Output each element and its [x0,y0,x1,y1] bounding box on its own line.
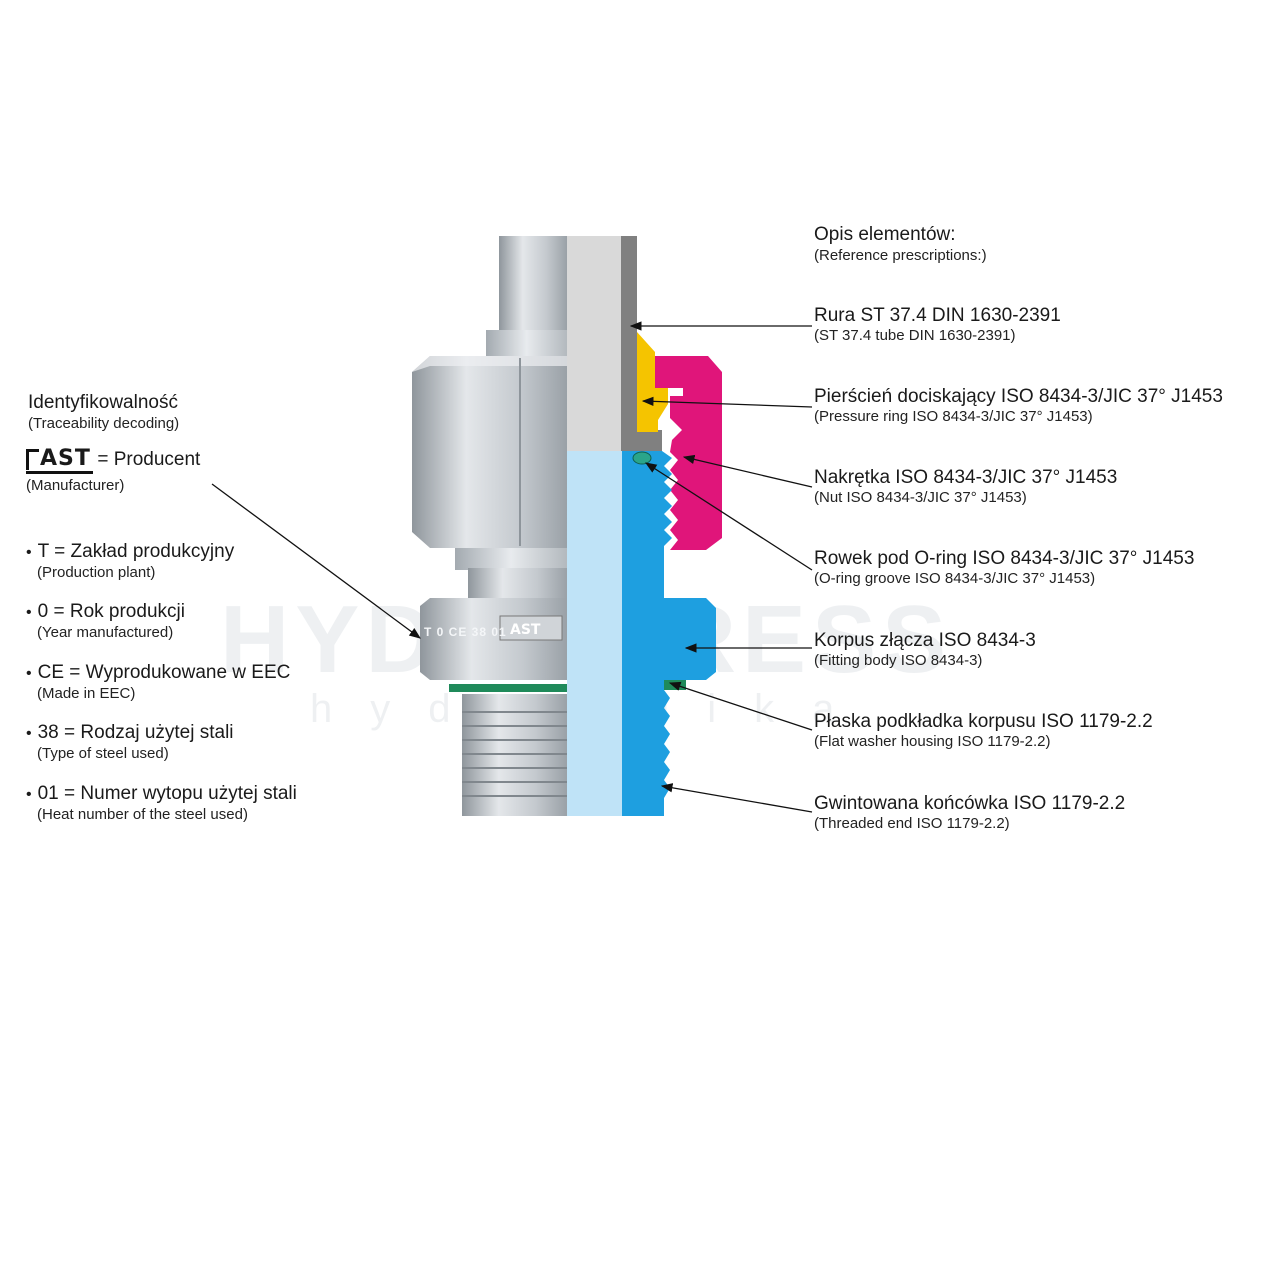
part-title: Rowek pod O-ring ISO 8434-3/JIC 37° J145… [814,548,1195,569]
part-label-threaded-end: Gwintowana końcówka ISO 1179-2.2 (Thread… [814,793,1125,833]
trace-code: 0 [37,601,49,622]
part-subtitle: (ST 37.4 tube DIN 1630-2391) [814,327,1016,344]
trace-item: • CE = Wyprodukowane w EEC (Made in EEC) [26,662,290,703]
traceability-title: Identyfikowalność [28,392,178,413]
part-subtitle: (Nut ISO 8434-3/JIC 37° J1453) [814,489,1027,506]
part-subtitle: (Flat washer housing ISO 1179-2.2) [814,733,1051,750]
part-label-flat-washer: Płaska podkładka korpusu ISO 1179-2.2 (F… [814,711,1153,751]
trace-sub: (Year manufactured) [37,624,174,641]
trace-sub: (Made in EEC) [37,685,136,702]
trace-label: = Rodzaj użytej stali [64,722,234,743]
trace-sub: (Heat number of the steel used) [37,806,248,823]
leader-pressure-ring [641,396,813,408]
producer-sub: (Manufacturer) [26,477,125,494]
leader-oring [645,462,813,571]
trace-label: = Rok produkcji [53,601,185,622]
part-label-oring-groove: Rowek pod O-ring ISO 8434-3/JIC 37° J145… [814,548,1194,588]
trace-sub: (Production plant) [37,564,156,581]
cast-logo: AST [26,448,93,474]
producer-row: AST = Producent [26,448,200,474]
bullet-icon: • [26,725,32,742]
bullet-icon: • [26,665,32,682]
cast-logo-text: AST [40,446,91,471]
leader-lines [211,321,813,813]
trace-code: 01 [37,783,59,804]
producer-label: = Producent [97,449,201,470]
part-label-fitting-body: Korpus złącza ISO 8434-3 (Fitting body I… [814,630,1036,670]
fitting-cross-section [567,236,722,816]
trace-label: = Numer wytopu użytej stali [64,783,297,804]
trace-label: = Zakład produkcyjny [54,541,235,562]
bullet-icon: • [26,544,32,561]
trace-code: CE [37,662,65,683]
description-title: Opis elementów: [814,224,956,245]
part-title: Gwintowana końcówka ISO 1179-2.2 [814,793,1126,814]
leader-nut [682,454,813,488]
part-subtitle: (Fitting body ISO 8434-3) [814,652,983,669]
trace-item: • 01 = Numer wytopu użytej stali (Heat nu… [26,783,297,824]
part-subtitle: (Pressure ring ISO 8434-3/JIC 37° J1453) [814,408,1093,425]
cast-logo-c-icon [26,449,39,470]
trace-sub: (Type of steel used) [37,745,169,762]
trace-item: • T = Zakład produkcyjny (Production plan… [26,541,234,582]
leader-threaded-end [660,783,813,813]
part-title: Pierścień dociskający ISO 8434-3/JIC 37°… [814,386,1223,407]
part-label-tube: Rura ST 37.4 DIN 1630-2391 (ST 37.4 tube… [814,305,1061,345]
stamp-logo: AST [510,622,541,638]
part-subtitle: (Threaded end ISO 1179-2.2) [814,815,1010,832]
trace-code: T [37,541,49,562]
traceability-subtitle: (Traceability decoding) [28,415,180,432]
part-title: Korpus złącza ISO 8434-3 [814,630,1036,651]
bullet-icon: • [26,604,32,621]
part-title: Rura ST 37.4 DIN 1630-2391 [814,305,1061,326]
part-title: Płaska podkładka korpusu ISO 1179-2.2 [814,711,1153,732]
part-label-pressure-ring: Pierścień dociskający ISO 8434-3/JIC 37°… [814,386,1223,426]
trace-code: 38 [37,722,59,743]
fitting-external-view: AST T 0 CE 38 01 [412,236,567,816]
stamp-marking: T 0 CE 38 01 [424,625,507,639]
trace-item: • 0 = Rok produkcji (Year manufactured) [26,601,185,642]
description-subtitle: (Reference prescriptions:) [814,247,987,264]
part-title: Nakrętka ISO 8434-3/JIC 37° J1453 [814,467,1118,488]
trace-label: = Wyprodukowane w EEC [69,662,291,683]
part-subtitle: (O-ring groove ISO 8434-3/JIC 37° J1453) [814,570,1096,587]
trace-item: • 38 = Rodzaj użytej stali (Type of steel… [26,722,234,763]
leader-stamp [211,483,421,639]
part-label-nut: Nakrętka ISO 8434-3/JIC 37° J1453 (Nut I… [814,467,1117,507]
bullet-icon: • [26,786,32,803]
leader-washer [668,681,813,731]
